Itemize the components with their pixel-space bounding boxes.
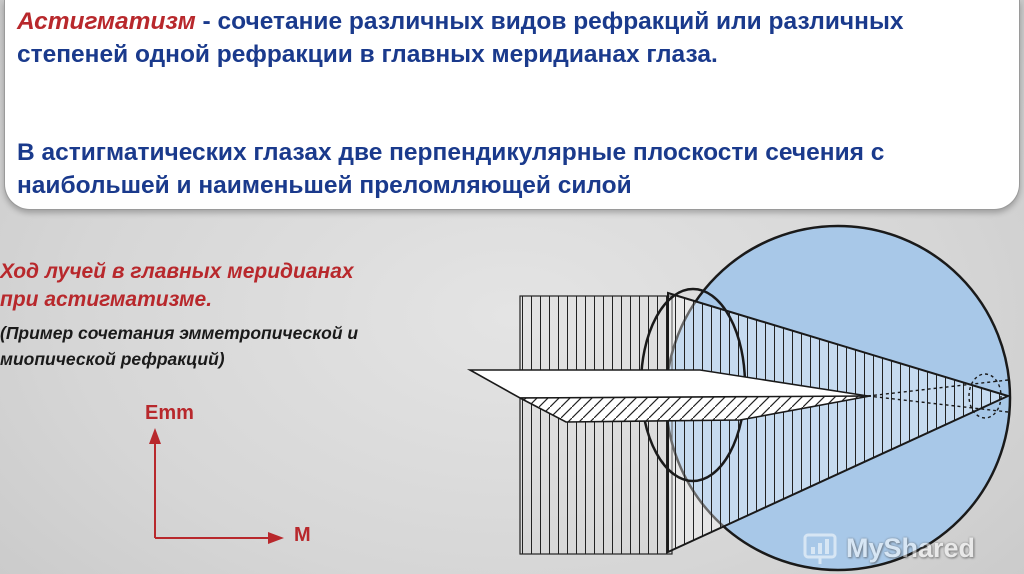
definition-box: Астигматизм - сочетание различных видов … [4,0,1020,210]
watermark: MyShared [802,528,1022,568]
retinal-blur-circle [968,373,1002,419]
definition-term: Астигматизм [17,8,196,35]
axis-label-emm: Emm [145,402,194,424]
definition-rest: - сочетание различных видов рефракций ил… [17,8,904,68]
watermark-logo-icon [803,533,837,564]
emmetropic-ray-cone-hatch [667,291,1011,554]
astigmatic-planes-text: В астигматических глазах две перпендикул… [17,139,885,199]
vertical-axis-arrow [149,428,161,444]
axis-label-m: M [294,524,311,546]
myopic-ray-wedge-hatch [519,395,871,423]
horizontal-axis-arrow [268,532,284,544]
caption-note-line-2: миопической рефракций) [0,349,225,369]
caption-title-line-1: Ход лучей в главных меридианах [0,260,354,283]
caption-note-line-1: (Пример сочетания эмметропической и [0,323,359,343]
diagram-caption-title: Ход лучей в главных меридианах при астиг… [0,258,520,314]
caption-title-line-2: при астигматизме. [0,288,213,311]
definition-text: Астигматизм - сочетание различных видов … [17,5,1007,71]
diagram-caption-note: (Пример сочетания эмметропической и миоп… [0,320,530,372]
watermark-text: MyShared [846,532,976,563]
